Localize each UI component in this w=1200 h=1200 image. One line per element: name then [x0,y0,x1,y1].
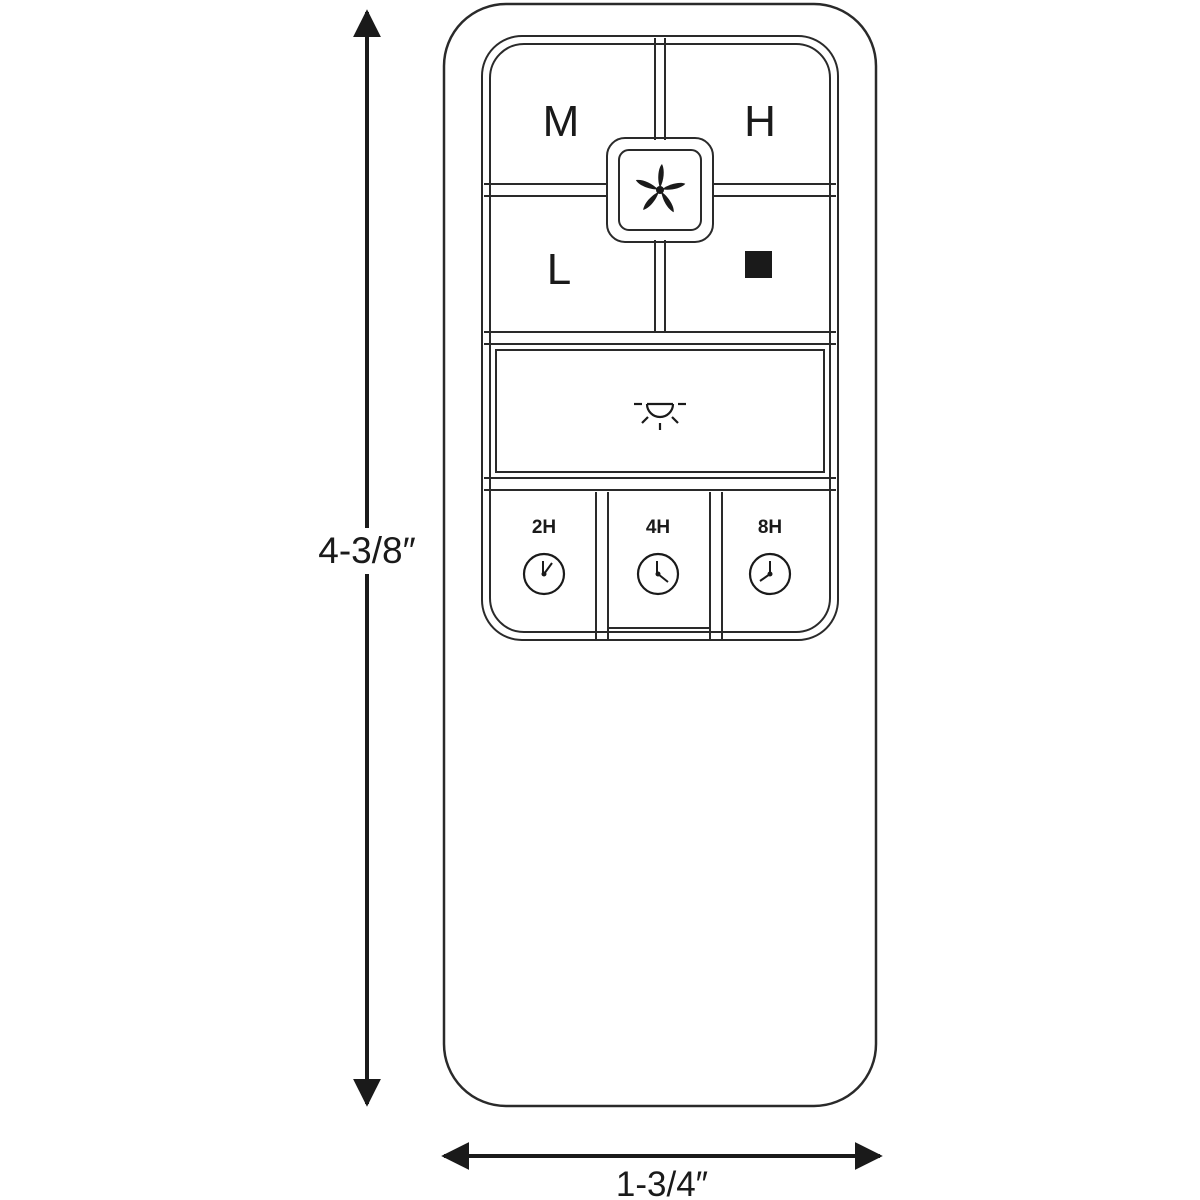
button-panel-outer [481,35,839,641]
height-label: 4-3/8″ [318,530,415,571]
clock-4h-icon [636,552,680,596]
stop-icon [745,251,772,278]
timer-label-8h: 8H [758,517,782,538]
low-speed-label: L [547,245,571,294]
timer-label-4h: 4H [646,517,670,538]
timer-button-8h[interactable]: 8H [726,496,820,626]
clock-2h-icon [522,552,566,596]
light-button[interactable] [495,349,825,473]
width-dimension: 1-3/4″ [441,1142,883,1200]
timer-button-4h[interactable]: 4H [612,496,706,626]
remote-body [442,2,878,1108]
timer-button-2h[interactable]: 2H [496,496,590,626]
light-icon [634,402,686,430]
width-label: 1-3/4″ [616,1165,708,1200]
fan-icon [635,164,686,213]
height-label-bg [298,528,438,574]
height-dimension: 4-3/8″ [298,9,438,1107]
clock-8h-icon [748,552,792,596]
low-speed-button[interactable] [496,202,650,326]
button-panel-inner [489,43,831,633]
high-speed-label: H [744,97,776,146]
panel-grid [484,38,836,640]
timer-label-2h: 2H [532,517,556,538]
fan-button[interactable] [606,137,714,243]
medium-speed-label: M [543,97,580,146]
